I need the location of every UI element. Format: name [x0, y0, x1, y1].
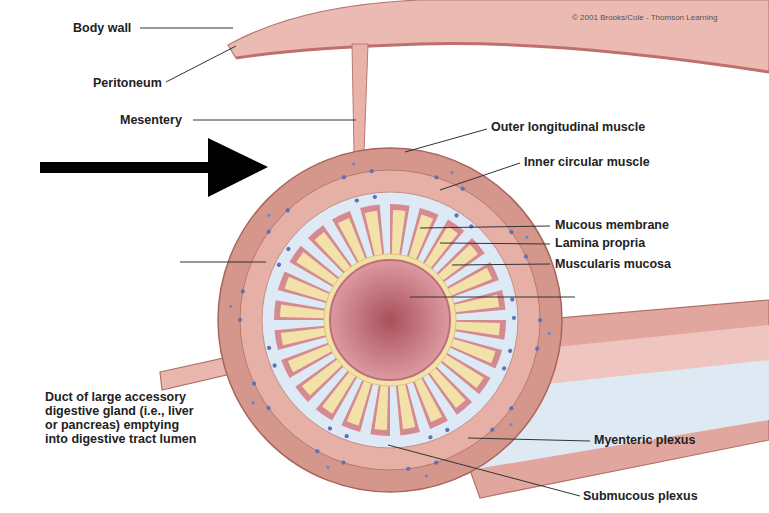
leader-line	[468, 438, 590, 441]
leader-line	[388, 445, 580, 496]
leader-line	[440, 163, 520, 190]
part-label: Mucous membrane	[555, 218, 669, 232]
leader-line	[410, 297, 575, 298]
leader-line	[166, 46, 236, 82]
mucous-membrane	[302, 232, 478, 408]
lumen	[330, 260, 450, 380]
leader-line	[193, 120, 356, 121]
pointer-arrow	[40, 162, 212, 173]
part-label: Lamina propria	[555, 236, 645, 250]
copyright-note: © 2001 Brooks/Cole - Thomson Learning	[572, 13, 717, 23]
leader-line	[440, 243, 550, 244]
part-label: Mesentery	[120, 113, 182, 127]
leader-line	[180, 262, 266, 263]
submucous-plexus	[266, 196, 514, 444]
leader-line	[140, 28, 233, 29]
inner-circular-muscle	[240, 170, 540, 470]
part-label: Outer longitudinal muscle	[491, 120, 645, 134]
submucosa	[262, 192, 518, 448]
peritoneum	[236, 44, 769, 72]
lamina-propria	[302, 232, 478, 408]
part-label: Submucous plexus	[583, 489, 698, 503]
leader-line	[405, 129, 487, 152]
part-label: Duct of large accessory digestive gland …	[45, 390, 197, 446]
outer-longitudinal-muscle	[218, 148, 562, 492]
leader-line	[452, 264, 550, 265]
leader-line	[420, 226, 550, 228]
pointer-arrow	[208, 138, 268, 197]
mesentery	[352, 44, 368, 152]
part-label: Myenteric plexus	[594, 433, 695, 447]
part-label: Body wall	[73, 21, 131, 35]
part-label: Peritoneum	[93, 76, 162, 90]
part-label: Inner circular muscle	[524, 155, 650, 169]
myenteric-plexus	[230, 160, 550, 480]
body-wall	[228, 0, 769, 72]
part-label: Muscularis mucosa	[555, 257, 671, 271]
myenteric-plexus	[240, 170, 540, 470]
lamina-propria	[324, 254, 456, 386]
